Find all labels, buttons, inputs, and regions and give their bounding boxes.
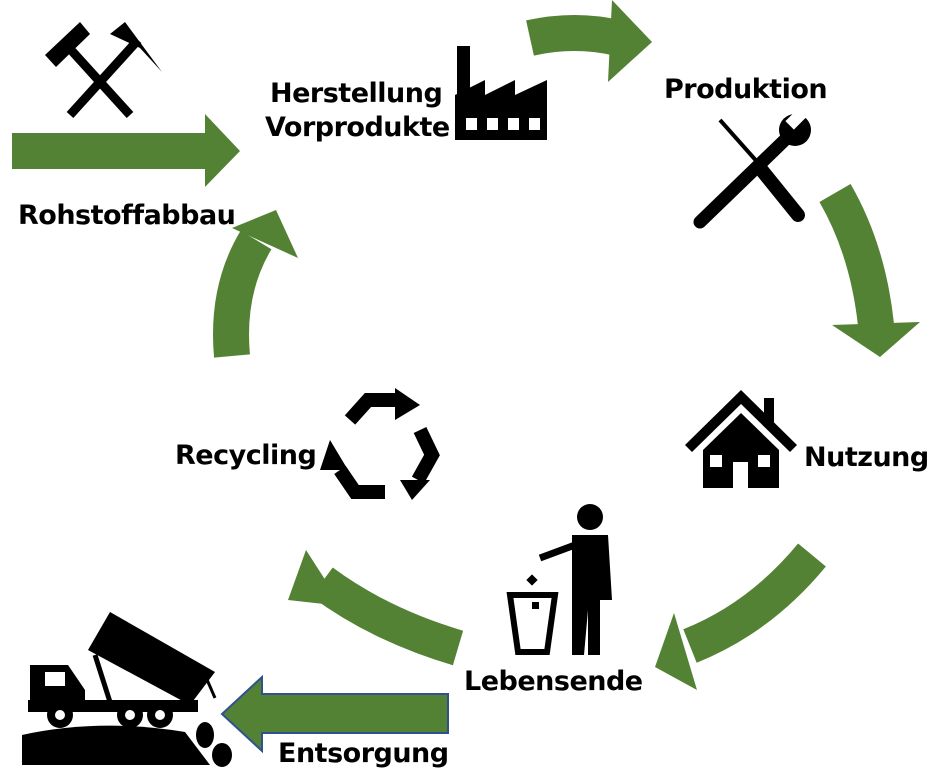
label-produktion: Produktion	[664, 74, 828, 105]
label-herstellung-line2: Vorprodukte	[265, 112, 450, 143]
recycle-icon	[320, 388, 440, 500]
arrow-nutzung-to-lebensende	[655, 543, 826, 690]
label-nutzung: Nutzung	[804, 442, 929, 473]
label-entsorgung: Entsorgung	[278, 738, 449, 769]
house-icon	[685, 390, 797, 488]
arrow-produktion-to-nutzung	[819, 183, 920, 357]
arrow-lebensende-to-recycling	[288, 550, 464, 666]
label-rohstoffabbau: Rohstoffabbau	[18, 200, 236, 231]
label-lebensende: Lebensende	[464, 666, 643, 697]
label-recycling: Recycling	[175, 440, 317, 471]
tools-icon	[693, 108, 811, 229]
label-herstellung-line1: Herstellung	[270, 78, 443, 109]
arrow-lebensende-to-entsorgung	[220, 674, 449, 754]
dump-truck-icon	[22, 612, 232, 767]
person-trash-icon	[506, 504, 612, 655]
arrow-rohstoff-to-herstellung	[12, 114, 240, 187]
hammer-pick-icon	[45, 22, 162, 119]
arrow-herstellung-to-produktion	[526, 0, 652, 82]
arrow-recycling-to-herstellung	[213, 210, 298, 358]
factory-icon	[455, 46, 547, 140]
